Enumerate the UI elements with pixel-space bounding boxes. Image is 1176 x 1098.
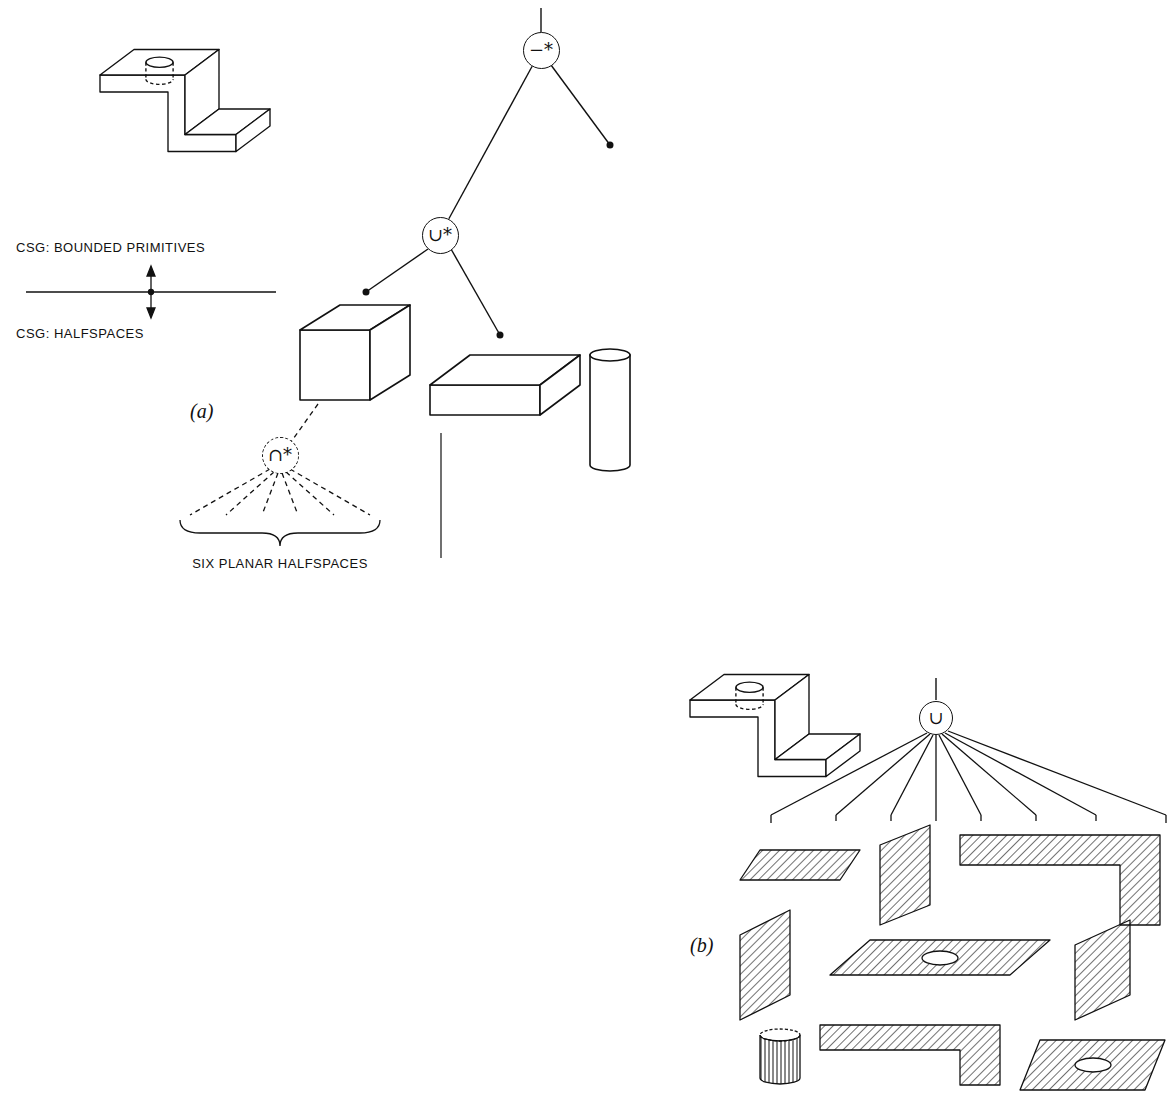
operator-circle: −* [523, 32, 560, 69]
dashed-link [291, 404, 318, 442]
brace [180, 520, 380, 546]
face [880, 825, 930, 925]
brace-label: SIX PLANAR HALFSPACES [192, 556, 368, 571]
block-primitive [300, 305, 410, 400]
leaf-dot [363, 289, 370, 296]
divider-dot [149, 290, 154, 295]
block-primitive [430, 355, 580, 415]
figure-label: (b) [690, 934, 713, 957]
face [740, 850, 860, 880]
arrow-head [147, 308, 155, 318]
face [960, 835, 1160, 925]
hole [1075, 1058, 1111, 1072]
operator-symbol: ∪ [928, 709, 943, 727]
level-label: CSG: BOUNDED PRIMITIVES [16, 240, 205, 255]
operator-circle: ∪* [422, 217, 459, 254]
operator-symbol: ∪* [428, 226, 452, 244]
cylinder-primitive [590, 349, 630, 471]
level-label: CSG: HALFSPACES [16, 326, 144, 341]
tree-branch [366, 249, 428, 292]
hole [922, 951, 958, 965]
face [1075, 920, 1130, 1020]
tree-stem [540, 8, 541, 32]
operator-symbol: ∩* [268, 446, 292, 464]
face-holes [922, 951, 1111, 1072]
leaf-dot [607, 142, 614, 149]
level-divider [26, 266, 276, 318]
separator-line [440, 433, 441, 558]
face [740, 910, 790, 1020]
face [830, 940, 1050, 975]
exploded-faces [740, 825, 1165, 1090]
face [1020, 1040, 1165, 1090]
operator-circle: ∪ [919, 701, 953, 735]
tree-stem [935, 678, 936, 700]
operator-circle: ∩* [262, 437, 299, 474]
face [820, 1025, 1000, 1085]
solid-part [690, 675, 860, 777]
tree-branch [551, 65, 610, 145]
halfspace-tree [190, 404, 370, 515]
arrow-head [147, 266, 155, 276]
tree-edge [449, 66, 532, 219]
leaf-dot [497, 332, 504, 339]
cylinder-face [760, 1029, 800, 1084]
face-spokes [771, 731, 1166, 823]
tree-lines [366, 8, 936, 700]
tree-branch [451, 249, 500, 335]
operator-symbol: −* [529, 41, 553, 59]
solid-part [100, 50, 270, 152]
figure-label: (a) [190, 400, 213, 423]
